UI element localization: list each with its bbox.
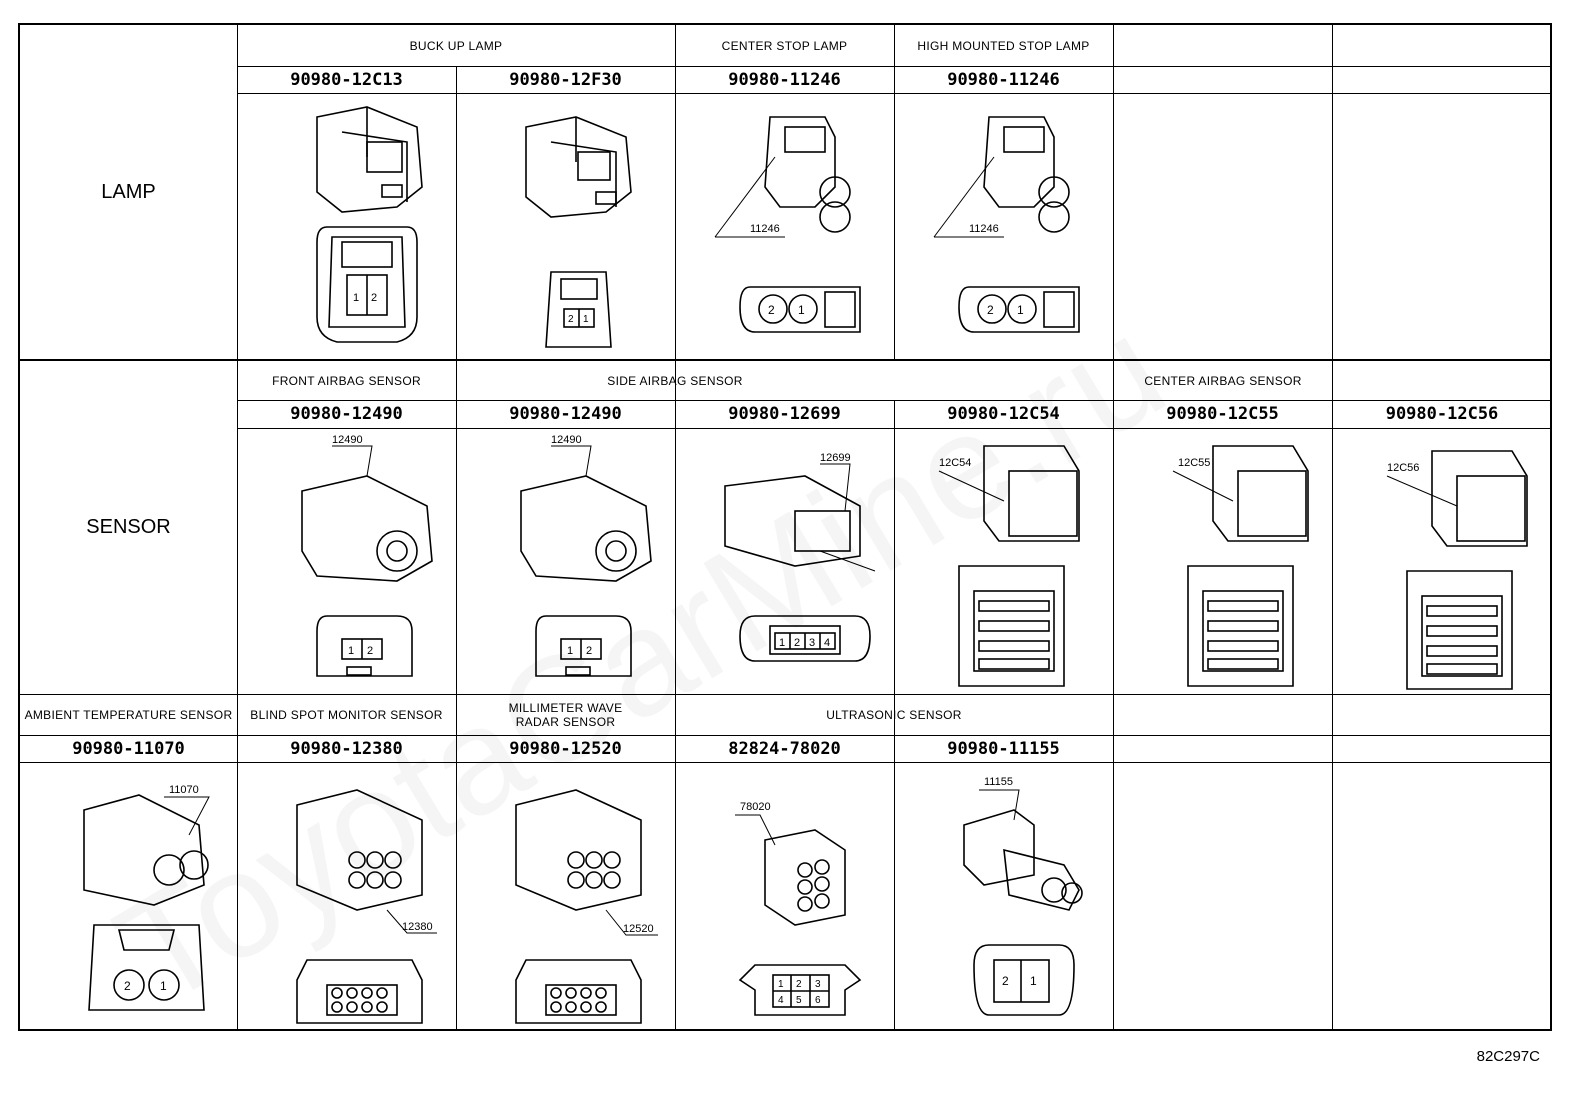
callout-label: 11155 [984,776,1013,788]
connector-drawing-12f30: 2 1 [456,94,675,359]
pin-label: 1 [798,303,805,317]
pin-label: 2 [371,292,377,304]
pin-label: 5 [796,995,802,1006]
header-side-airbag-sensor: SIDE AIRBAG SENSOR [607,373,743,388]
pin-label: 2 [987,303,994,317]
callout-label: 12C55 [1178,457,1210,469]
connector-drawing-11246-center: 11246 2 1 [675,94,894,359]
pin-label: 1 [583,314,589,325]
category-lamp: LAMP [101,180,156,203]
pin-label: 1 [160,979,167,993]
connector-drawing-11155: 11155 2 1 [894,763,1113,1029]
pin-label: 2 [768,303,775,317]
callout-label: 12380 [402,921,433,933]
pin-label: 2 [367,645,373,657]
pin-label: 1 [353,292,359,304]
part-number: 90980-12380 [290,738,403,759]
connector-drawing-12c55: 12C55 [1113,429,1332,694]
pin-label: 6 [815,995,821,1006]
header-front-airbag-sensor: FRONT AIRBAG SENSOR [272,373,421,388]
callout-label: 12699 [820,452,851,464]
part-number: 90980-11155 [947,738,1060,759]
connector-drawing-12490-front: 12490 1 2 [237,429,456,694]
pin-label: 1 [1030,974,1037,988]
pin-label: 1 [348,645,354,657]
part-number: 82824-78020 [728,738,841,759]
header-ambient-temperature-sensor: AMBIENT TEMPERATURE SENSOR [24,708,233,722]
pin-label: 1 [779,637,785,649]
pin-label: 3 [815,979,821,990]
pin-label: 4 [778,995,784,1006]
callout-label: 12490 [332,434,363,446]
part-number: 90980-12C56 [1385,404,1499,424]
callout-label: 12520 [623,923,654,935]
connector-drawing-12699: 12699 1 2 3 4 [675,429,894,694]
pin-label: 2 [794,637,800,649]
part-number: 90980-11070 [72,738,185,759]
pin-label: 2 [124,979,131,993]
callout-label: 12490 [551,434,582,446]
connector-drawing-12c13: 1 2 [237,94,456,359]
part-number: 90980-12C55 [1166,404,1279,424]
pin-label: 1 [778,979,784,990]
pin-label: 2 [568,314,574,325]
pin-label: 2 [586,645,592,657]
callout-label: 12C56 [1387,462,1419,474]
callout-label: 11246 [750,223,780,235]
pin-label: 1 [1017,303,1024,317]
header-center-stop-lamp: CENTER STOP LAMP [721,38,848,53]
pin-label: 1 [567,645,573,657]
connector-table: LAMP BUCK UP LAMP CENTER STOP LAMP HIGH … [18,23,1552,1031]
connector-drawing-11246-high-mount: 11246 2 1 [894,94,1113,359]
header-millimeter-wave-radar-sensor: MILLIMETER WAVE RADAR SENSOR [508,701,623,729]
connector-drawing-12c56: 12C56 [1332,429,1552,694]
header-buck-up-lamp: BUCK UP LAMP [409,38,503,53]
pin-label: 2 [796,979,802,990]
drawing-code: 82C297C [1476,1048,1540,1065]
part-number: 90980-11246 [947,69,1060,90]
part-number: 90980-12520 [509,738,622,759]
connector-drawing-11070: 11070 2 1 [20,763,237,1029]
connector-drawing-78020: 78020 1 2 3 4 5 6 [675,763,894,1029]
callout-label: 11070 [169,784,199,796]
part-number: 90980-12490 [290,404,403,424]
category-sensor: SENSOR [86,516,171,538]
pin-label: 3 [809,637,815,649]
header-blind-spot-monitor-sensor: BLIND SPOT MONITOR SENSOR [250,708,443,722]
part-number: 90980-12699 [728,404,841,424]
connector-drawing-12380: 12380 [237,763,456,1029]
part-number: 90980-12C54 [947,404,1060,424]
pin-label: 2 [1002,974,1009,988]
part-number: 90980-12C13 [290,69,403,90]
header-center-airbag-sensor: CENTER AIRBAG SENSOR [1144,373,1302,388]
part-number: 90980-12F30 [509,69,622,90]
header-high-mounted-stop-lamp: HIGH MOUNTED STOP LAMP [917,38,1090,53]
callout-label: 11246 [969,223,999,235]
part-number: 90980-12490 [509,404,622,424]
connector-drawing-12c54: 12C54 [894,429,1113,694]
part-number: 90980-11246 [728,69,841,90]
pin-label: 4 [824,637,830,649]
connector-drawing-12520: 12520 [456,763,675,1029]
callout-label: 78020 [740,801,771,813]
header-ultrasonic-sensor: ULTRASONIC SENSOR [826,708,962,722]
callout-label: 12C54 [939,457,971,469]
connector-drawing-12490-side: 12490 1 2 [456,429,675,694]
